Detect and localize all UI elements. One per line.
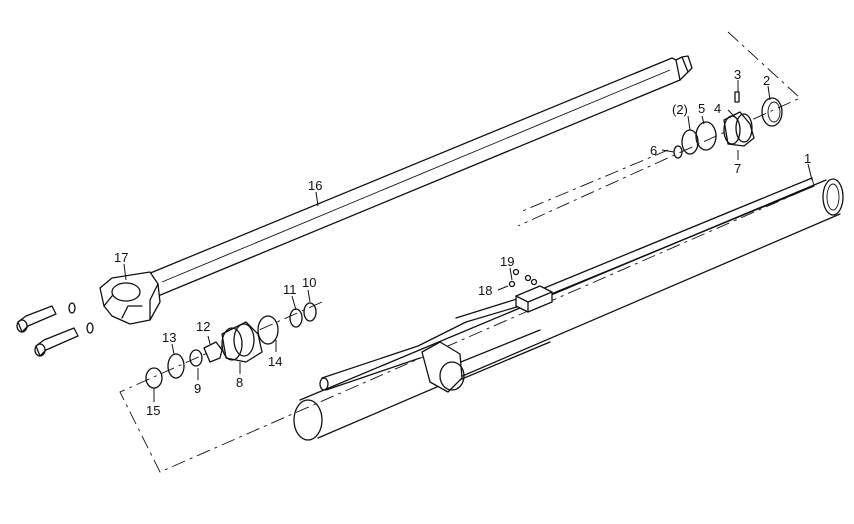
callout-4: 4 [714,101,721,116]
callout-12: 12 [196,319,210,334]
callout-8: 8 [236,375,243,390]
callout-labels: 1 2 (2) 3 4 5 6 7 8 9 10 11 12 13 14 15 … [114,67,811,418]
callout-7: 7 [734,161,741,176]
callout-14: 14 [268,354,282,369]
callout-19: 19 [500,254,514,269]
callout-5: 5 [698,101,705,116]
assembly-center-lines [119,31,801,473]
callout-9: 9 [194,381,201,396]
callout-2-alt: (2) [672,102,688,117]
callout-2: 2 [763,73,770,88]
callout-1: 1 [804,151,811,166]
part-17-clamp-block [99,271,161,325]
parts-18-19-screws [508,268,538,288]
clamp-bolts [16,302,94,357]
callout-10: 10 [302,275,316,290]
part-1-outer-tube [293,177,844,441]
callout-11: 11 [283,282,297,297]
parts-2-to-7-head-assembly [673,91,783,159]
callout-6: 6 [650,143,657,158]
callout-16: 16 [308,178,322,193]
parts-8-to-15-piston-assembly [145,302,317,389]
part-16-inner-rod [147,55,693,297]
callout-leaders [123,80,813,402]
callout-13: 13 [162,330,176,345]
callout-17: 17 [114,250,128,265]
callout-18: 18 [478,283,492,298]
callout-15: 15 [146,403,160,418]
callout-3: 3 [734,67,741,82]
